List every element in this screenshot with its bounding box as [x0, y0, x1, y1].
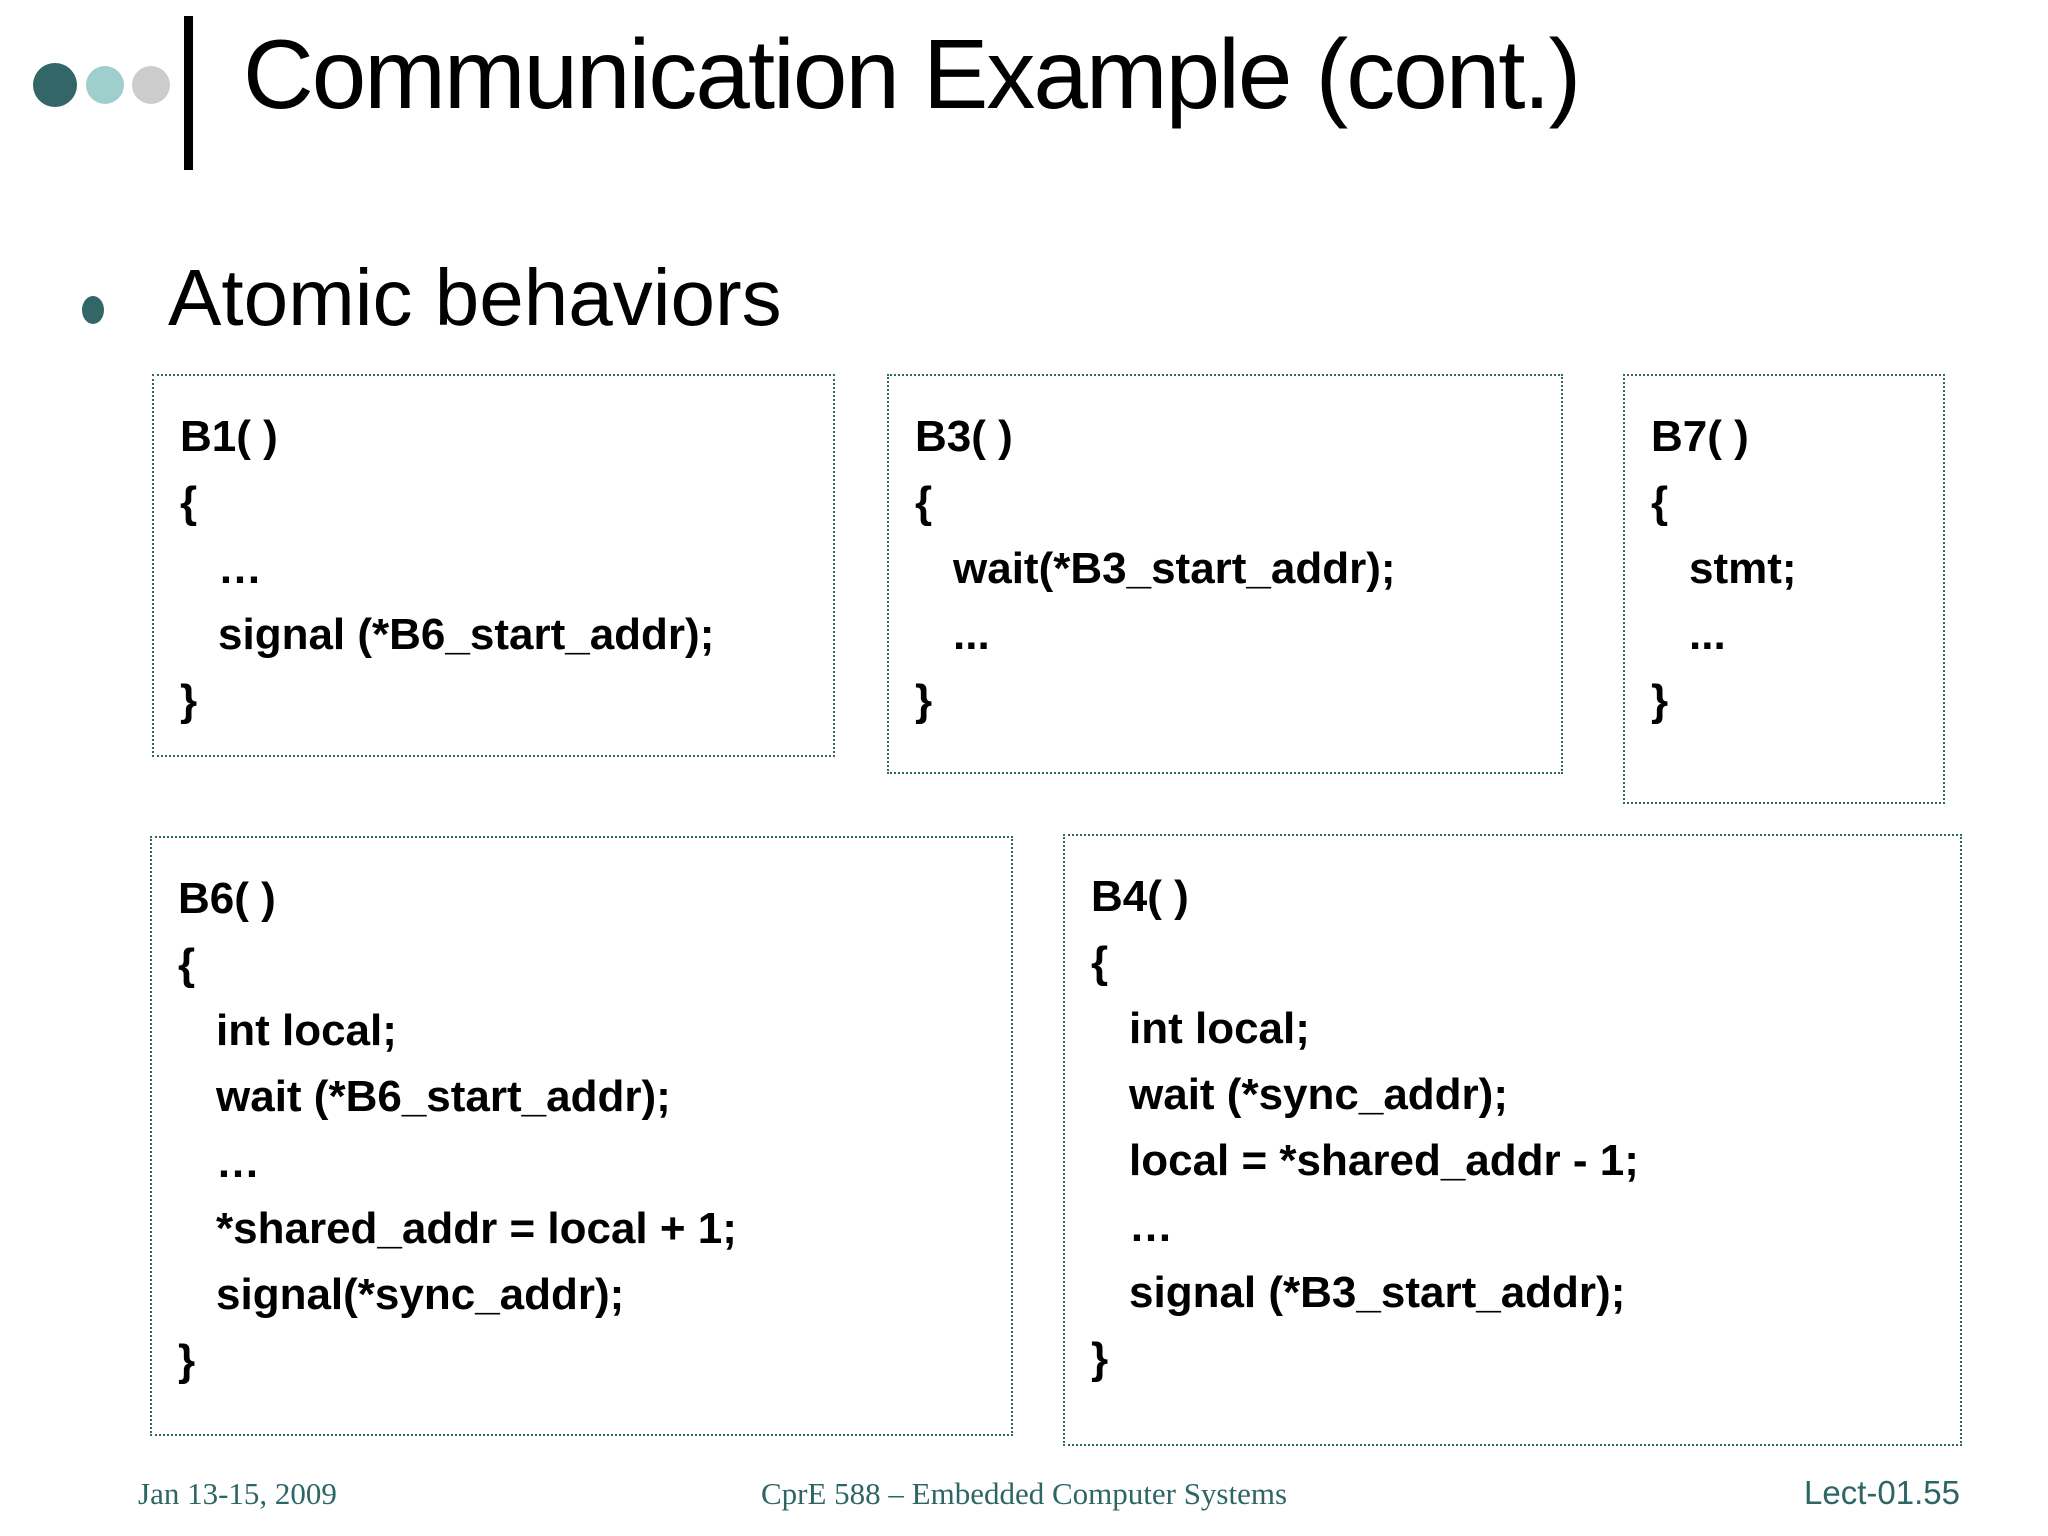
code-line: wait (*B6_start_addr); — [216, 1072, 671, 1121]
code-line: wait(*B3_start_addr); — [953, 544, 1396, 593]
code-line: B6( ) — [178, 874, 276, 923]
bullet-icon — [82, 296, 104, 324]
deco-vertical-bar — [184, 16, 193, 170]
code-line: { — [180, 478, 198, 527]
bullet-text: Atomic behaviors — [168, 253, 782, 342]
code-line: { — [178, 940, 196, 989]
code-line: { — [1651, 478, 1669, 527]
footer-course-name: CprE 588 – Embedded Computer Systems — [760, 1476, 1288, 1511]
code-line: } — [915, 676, 933, 725]
code-line: B1( ) — [180, 412, 278, 461]
code-line: B4( ) — [1091, 872, 1189, 921]
code-line: B3( ) — [915, 412, 1013, 461]
code-line: int local; — [1129, 1004, 1310, 1053]
code-line: } — [178, 1336, 196, 1385]
footer: Jan 13-15, 2009 CprE 588 – Embedded Comp… — [0, 1474, 2048, 1520]
deco-dot-teal-icon — [86, 66, 124, 104]
code-line: wait (*sync_addr); — [1129, 1070, 1508, 1119]
code-line: B7( ) — [1651, 412, 1749, 461]
code-box-b3: B3( ) { wait(*B3_start_addr);...} — [887, 374, 1563, 774]
footer-date: Jan 13-15, 2009 — [138, 1476, 337, 1511]
code-line: signal (*B3_start_addr); — [1129, 1268, 1626, 1317]
deco-dot-dark-icon — [33, 63, 77, 107]
code-line: local = *shared_addr - 1; — [1129, 1136, 1639, 1185]
footer-slide-number: Lect-01.55 — [1804, 1474, 1960, 1511]
code-line: int local; — [216, 1006, 397, 1055]
code-line: signal(*sync_addr); — [216, 1270, 625, 1319]
code-box-b7: B7( ) { stmt;...} — [1623, 374, 1945, 804]
deco-dot-gray-icon — [132, 66, 170, 104]
code-line: … — [218, 544, 262, 593]
code-line: } — [180, 676, 198, 725]
code-line: } — [1651, 676, 1669, 725]
code-box-b4: B4( ) { int local; wait (*sync_addr);local … — [1063, 834, 1962, 1446]
code-line: stmt; — [1689, 544, 1797, 593]
code-line: { — [915, 478, 933, 527]
page-title: Communication Example (cont.) — [243, 19, 1581, 129]
code-box-b6: B6( ) { int local; wait (*B6_start_addr); … *… — [150, 836, 1013, 1436]
code-line: { — [1091, 938, 1109, 987]
code-line: … — [1129, 1202, 1173, 1251]
code-line: *shared_addr = local + 1; — [216, 1204, 737, 1253]
code-line: ... — [953, 610, 990, 659]
code-line: ... — [1689, 610, 1726, 659]
code-line: signal (*B6_start_addr); — [218, 610, 715, 659]
code-box-b1: B1( ) { … signal (*B6_start_addr);} — [152, 374, 835, 757]
code-line: } — [1091, 1334, 1109, 1383]
code-line: … — [216, 1138, 260, 1187]
